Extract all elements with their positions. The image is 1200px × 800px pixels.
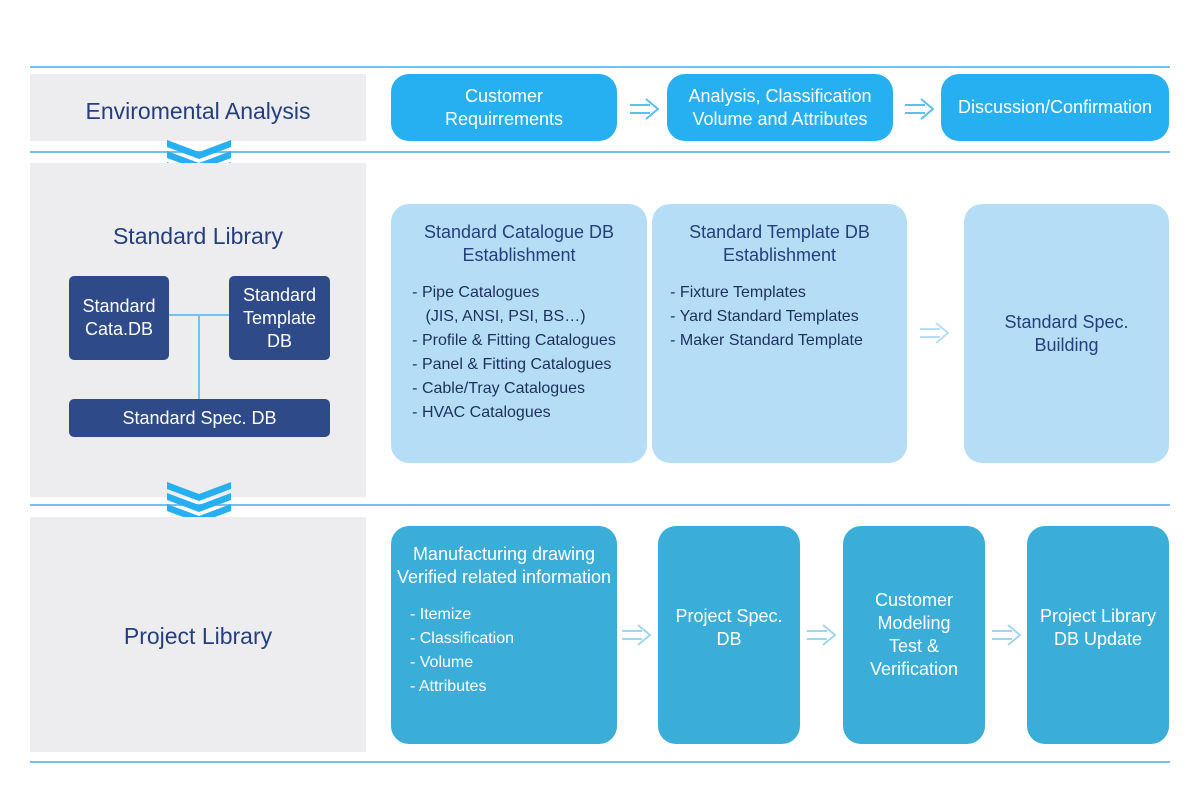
environmental-section-bg	[30, 74, 366, 141]
heading-line: Standard Template DB	[689, 222, 870, 242]
standard-spec-db-box: Standard Spec. DB	[69, 399, 330, 437]
box-line: Project Spec.	[675, 606, 783, 626]
heading-line: Standard Catalogue DB	[423, 222, 615, 242]
analysis-classification-box: Analysis, Classification Volume and Attr…	[667, 74, 893, 141]
heading-line: Verified related information	[396, 567, 612, 587]
list-item: Panel & Fitting Catalogues	[412, 353, 616, 377]
box-line: Building	[1034, 334, 1099, 355]
standard-title: Standard Library	[112, 223, 284, 249]
bottom-rule	[30, 761, 1170, 763]
list-item: Attributes	[410, 675, 514, 699]
list-item: Itemize	[410, 603, 514, 627]
list-item: Pipe Catalogues	[412, 281, 616, 305]
box-line: Modeling	[877, 613, 951, 633]
project-library-update-box: Project Library DB Update	[1027, 526, 1169, 744]
customer-modeling-box: Customer Modeling Test & Verification	[843, 526, 985, 744]
project-spec-db-box: Project Spec. DB	[658, 526, 800, 744]
box-line: Standard	[242, 284, 317, 305]
top-rule	[30, 66, 1170, 68]
divider-rule-1	[30, 151, 1170, 153]
right-arrow-icon	[905, 98, 935, 120]
list-item: Classification	[410, 627, 514, 651]
list-item: HVAC Catalogues	[412, 401, 616, 425]
template-heading: Standard Template DB Establishment	[689, 221, 870, 267]
manufacturing-heading: Manufacturing drawing Verified related i…	[397, 543, 611, 589]
project-title: Project Library	[123, 623, 273, 649]
list-item: Yard Standard Templates	[670, 305, 863, 329]
standard-spec-building-box: Standard Spec. Building	[964, 204, 1169, 463]
list-item: (JIS, ANSI, PSI, BS…)	[425, 308, 586, 325]
box-line: Standard	[82, 296, 156, 316]
box-line: Cata.DB	[84, 319, 154, 339]
customer-requirements-box: Customer Requirrements	[391, 74, 617, 141]
standard-cata-db-box: Standard Cata.DB	[69, 276, 169, 360]
list-item: Volume	[410, 651, 514, 675]
box-line: DB	[716, 629, 742, 649]
template-list: Fixture Templates Yard Standard Template…	[670, 281, 863, 353]
right-arrow-icon	[992, 624, 1022, 646]
discussion-confirmation-box: Discussion/Confirmation	[941, 74, 1169, 141]
project-section-bg	[30, 517, 366, 752]
right-arrow-icon	[622, 624, 652, 646]
catalogue-list: Pipe Catalogues (JIS, ANSI, PSI, BS…) Pr…	[412, 281, 616, 425]
heading-line: Manufacturing drawing	[412, 544, 596, 564]
box-line: DB	[266, 330, 292, 351]
box-line: Standard Spec.	[1004, 311, 1129, 332]
environmental-title: Enviromental Analysis	[85, 98, 311, 124]
manufacturing-list: Itemize Classification Volume Attributes	[410, 603, 514, 699]
box-line: Customer	[464, 85, 544, 106]
catalogue-heading: Standard Catalogue DB Establishment	[424, 221, 614, 267]
box-line: Standard Spec. DB	[122, 407, 277, 428]
list-item: Fixture Templates	[670, 281, 863, 305]
box-line: Analysis, Classification	[688, 85, 872, 106]
standard-template-box: Standard Template DB Establishment Fixtu…	[652, 204, 907, 463]
box-line: Verification	[869, 659, 959, 679]
heading-line: Establishment	[462, 245, 576, 265]
box-line: Volume and Attributes	[692, 108, 868, 129]
manufacturing-drawing-box: Manufacturing drawing Verified related i…	[391, 526, 617, 744]
box-line: Requirrements	[444, 108, 564, 129]
box-line: Test &	[888, 636, 940, 656]
heading-line: Establishment	[722, 245, 837, 265]
box-line: Project Library	[1039, 606, 1157, 626]
standard-catalogue-box: Standard Catalogue DB Establishment Pipe…	[391, 204, 647, 463]
right-arrow-icon	[807, 624, 837, 646]
list-item: Profile & Fitting Catalogues	[412, 329, 616, 353]
box-line: Customer	[874, 590, 954, 610]
box-line: Discussion/Confirmation	[957, 97, 1153, 117]
right-arrow-icon	[920, 322, 950, 344]
connector-line	[198, 314, 200, 400]
box-line: DB Update	[1053, 629, 1143, 649]
right-arrow-icon	[630, 98, 660, 120]
standard-template-db-box: Standard Template DB	[229, 276, 330, 360]
list-item: Maker Standard Template	[670, 329, 863, 353]
box-line: Template	[242, 307, 317, 328]
divider-rule-2	[30, 504, 1170, 506]
list-item: Cable/Tray Catalogues	[412, 377, 616, 401]
